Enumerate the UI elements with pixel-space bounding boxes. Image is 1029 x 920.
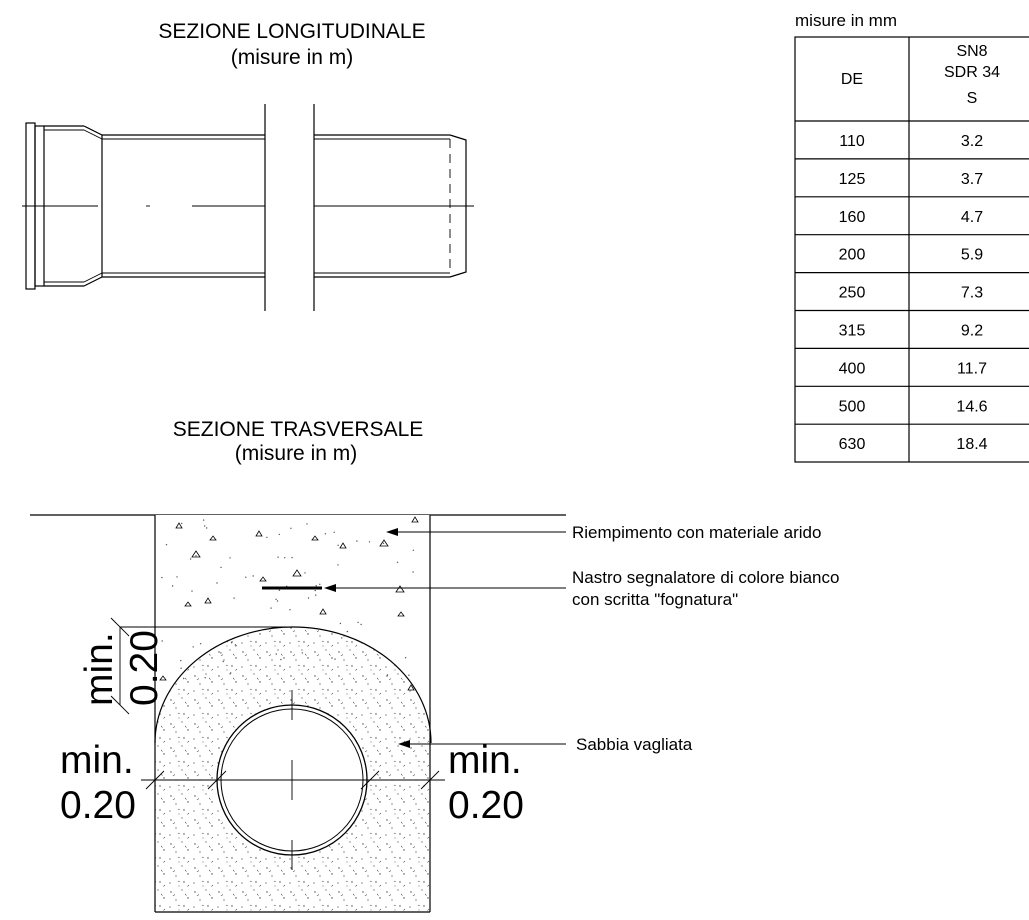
cross-section-title: SEZIONE TRASVERSALE (173, 418, 424, 441)
long-section-title: SEZIONE LONGITUDINALE (158, 20, 425, 43)
label-warning-tape-line2: con scritta "fognatura" (572, 590, 738, 609)
table-cell-de: 110 (839, 133, 865, 150)
top-cover-dimension: min. 0.20 (78, 617, 292, 715)
label-sand: Sabbia vagliata (576, 735, 693, 754)
dimensions-table: misure in mm DE SN8 SDR 34 S 110 3.2 125 3.… (794, 11, 1029, 463)
table-cell-s: 9.2 (961, 322, 983, 339)
table-cell-de: 315 (839, 322, 866, 339)
table-cell-de: 500 (839, 398, 866, 415)
label-fill-material: Riempimento con materiale arido (572, 523, 821, 542)
table-cell-de: 200 (839, 247, 866, 264)
table-cell-s: 5.9 (961, 247, 983, 264)
table-border (794, 36, 1029, 463)
label-warning-tape-line1: Nastro segnalatore di colore bianco (572, 568, 839, 587)
right-clearance-min-label: min. (448, 739, 522, 782)
table-cell-de: 125 (839, 171, 866, 188)
table-cell-de: 400 (839, 360, 866, 377)
table-caption: misure in mm (795, 11, 897, 30)
table-cell-s: 3.2 (961, 133, 983, 150)
long-section-units: (misure in m) (231, 46, 354, 69)
table-header-s-line2: SDR 34 (944, 64, 1000, 81)
left-clearance-min-label: min. (60, 739, 134, 782)
pipe-longitudinal-view (22, 104, 474, 311)
right-clearance-value: 0.20 (448, 784, 524, 827)
side-clearance-dimension: min. 0.20 min. 0.20 (60, 739, 524, 827)
table-cell-s: 4.7 (961, 209, 983, 226)
annotation-leaders (324, 528, 566, 748)
table-cell-de: 630 (839, 436, 866, 453)
top-cover-min-label: min. (78, 632, 121, 706)
top-cover-value: 0.20 (123, 630, 166, 706)
cross-section: SEZIONE TRASVERSALE (misure in m) (30, 418, 839, 913)
longitudinal-section: SEZIONE LONGITUDINALE (misure in m) (22, 20, 474, 311)
table-header-s-line3: S (967, 90, 978, 107)
table-cell-s: 14.6 (956, 398, 987, 415)
table-cell-s: 11.7 (957, 360, 987, 377)
table-header-de: DE (841, 71, 863, 88)
cross-section-units: (misure in m) (235, 442, 358, 465)
table-header-s-line1: SN8 (956, 43, 987, 60)
table-cell-de: 250 (839, 285, 866, 302)
aggregate-triangles (159, 516, 419, 691)
table-cell-de: 160 (839, 209, 866, 226)
table-cell-s: 7.3 (961, 285, 983, 302)
table-cell-s: 3.7 (961, 171, 983, 188)
table-cell-s: 18.4 (956, 436, 987, 453)
left-clearance-value: 0.20 (60, 784, 136, 827)
